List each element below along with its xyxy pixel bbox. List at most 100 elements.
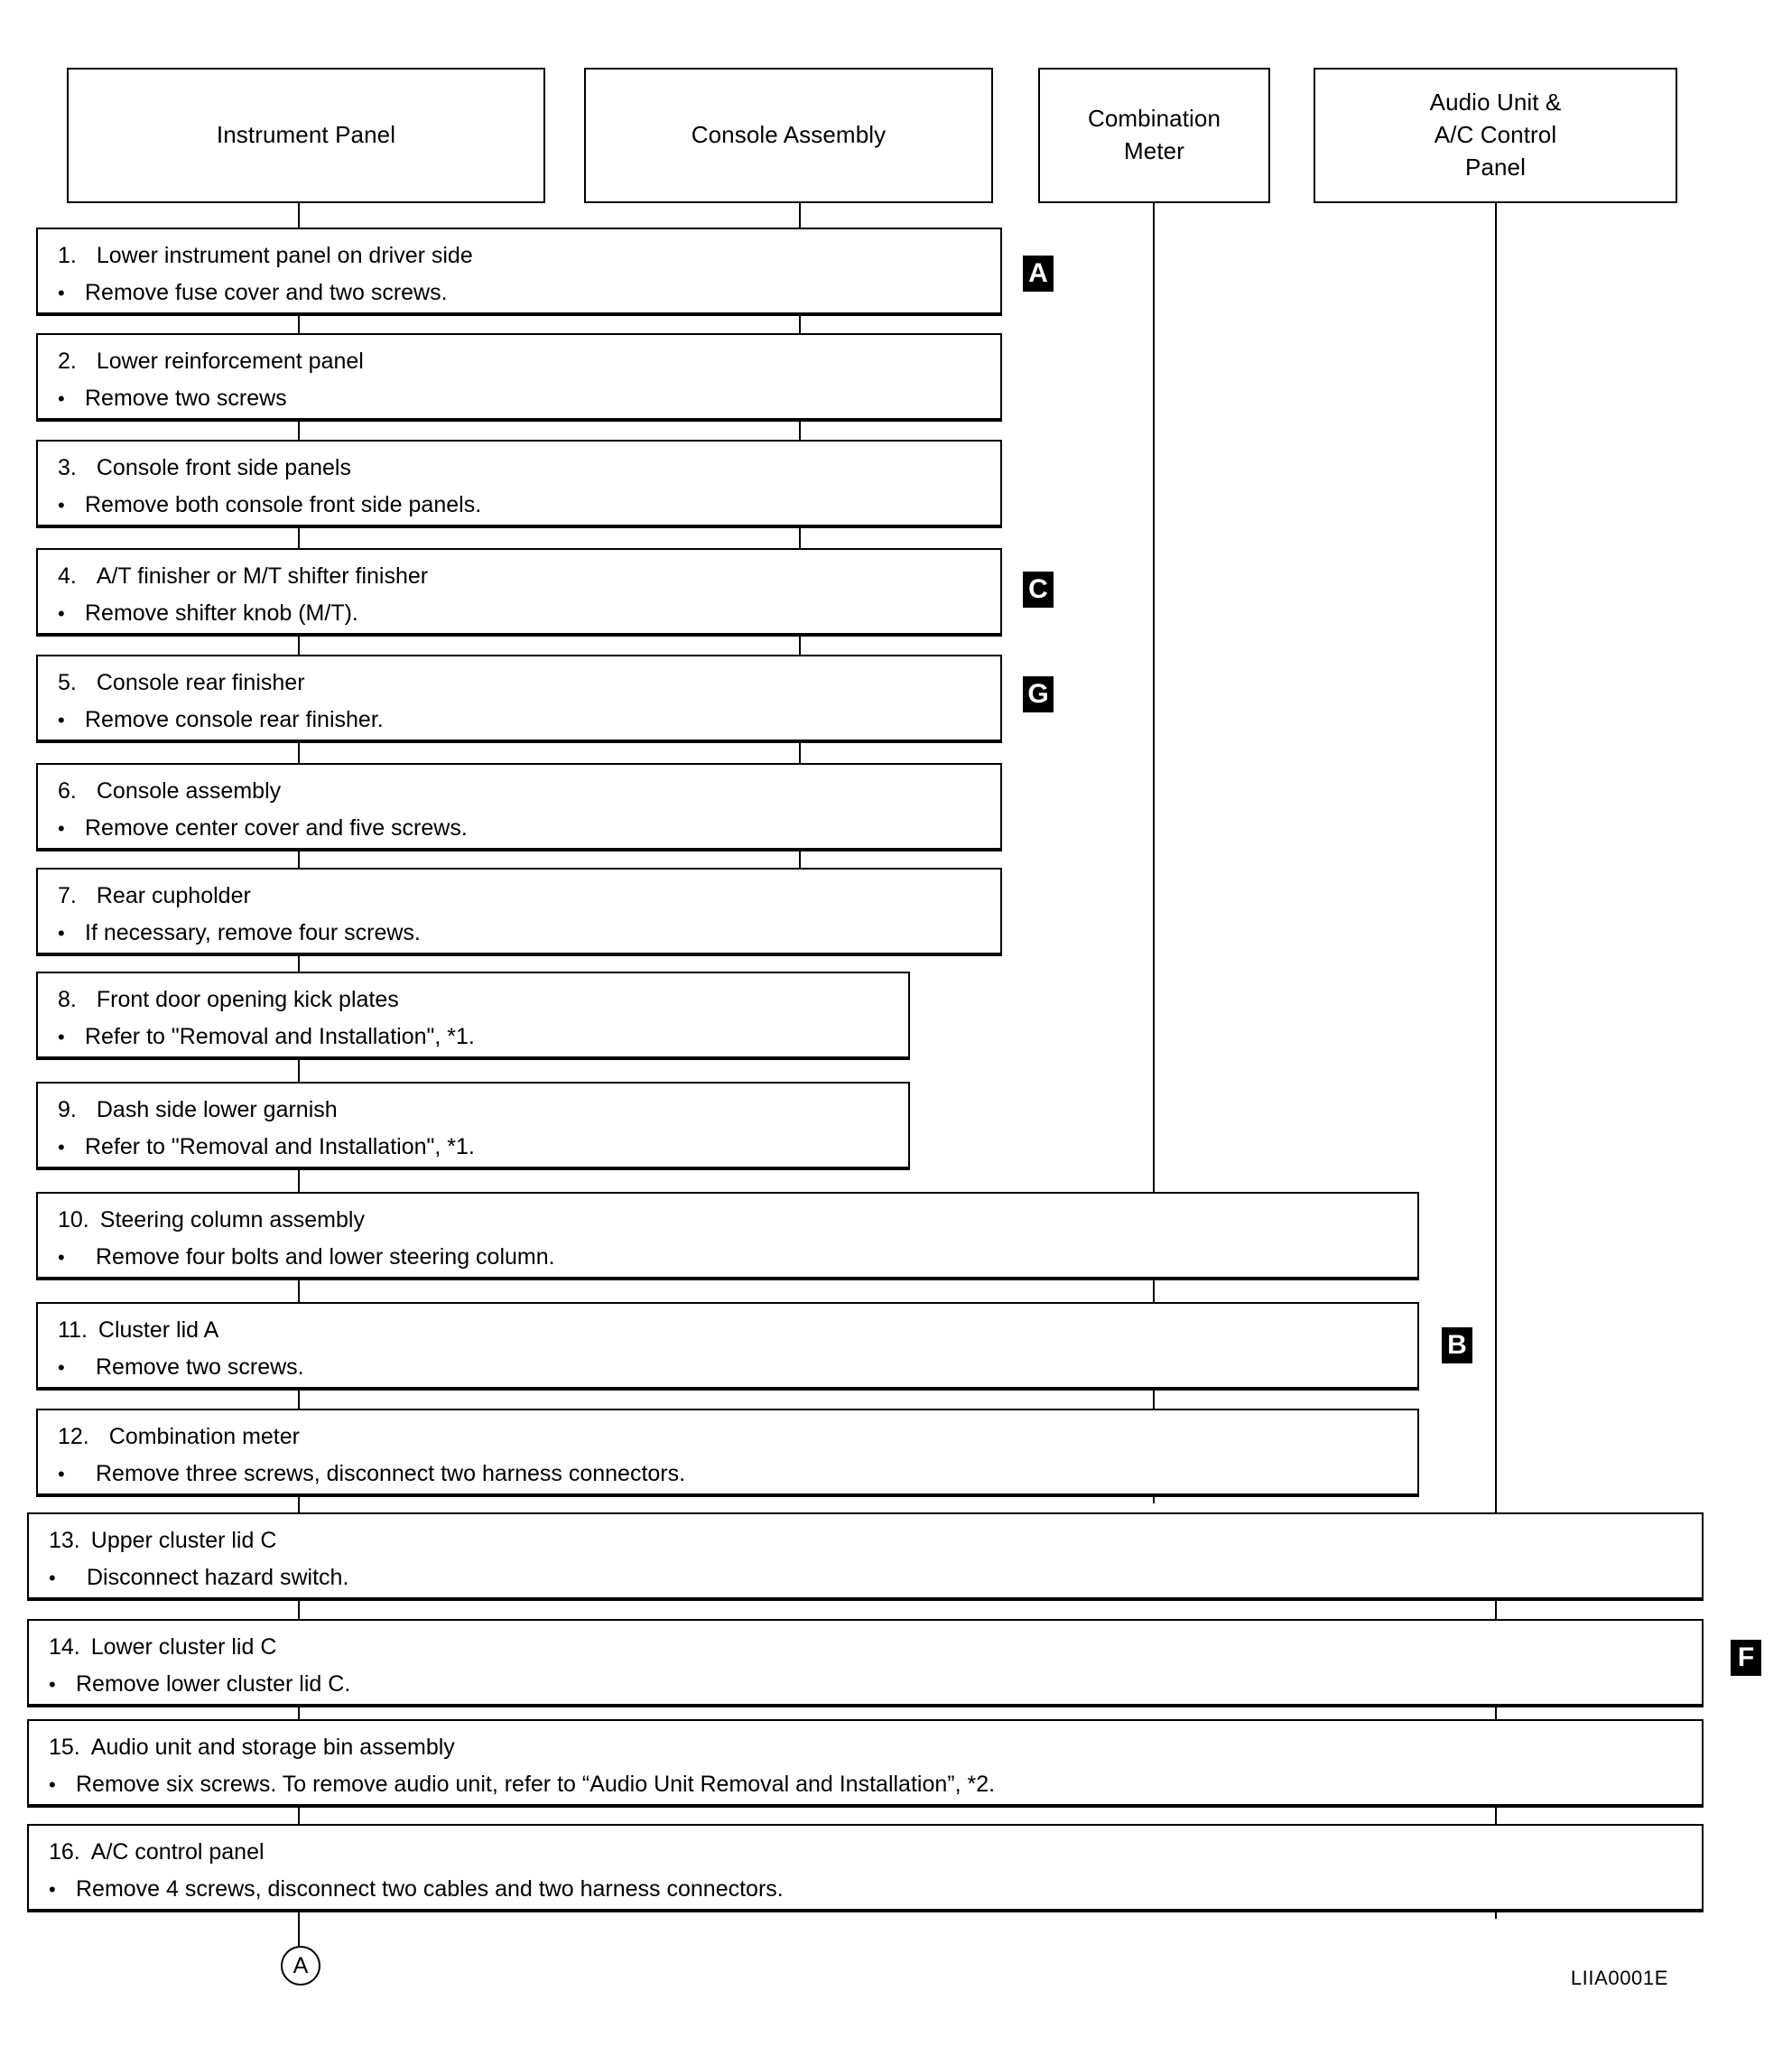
column-header-instrument-panel: Instrument Panel xyxy=(67,68,545,203)
bullet-icon xyxy=(58,496,85,516)
bullet-icon xyxy=(49,1568,87,1588)
step-title-row: 2. Lower reinforcement panel xyxy=(58,348,1000,376)
step-note-row: Remove six screws. To remove audio unit,… xyxy=(49,1771,1702,1799)
step-number: 4. xyxy=(58,563,77,589)
step-title-text: Combination meter xyxy=(108,1424,300,1449)
step-title-text: Audio unit and storage bin assembly xyxy=(90,1735,455,1760)
step-note-text: Remove 4 screws, disconnect two cables a… xyxy=(76,1876,784,1902)
step-box-7: 7. Rear cupholder If necessary, remove f… xyxy=(36,868,1002,956)
connector-instrument-panel xyxy=(298,203,300,1946)
column-header-label: Console Assembly xyxy=(691,121,887,149)
column-header-label-line3: Panel xyxy=(1465,153,1526,181)
badge-G-step5: G xyxy=(1023,676,1054,712)
step-box-11: 11. Cluster lid A Remove two screws. xyxy=(36,1302,1419,1391)
step-title-row: 5. Console rear finisher xyxy=(58,669,1000,697)
step-note-row: Remove shifter knob (M/T). xyxy=(58,600,1000,628)
step-title-text: Lower cluster lid C xyxy=(90,1634,277,1660)
badge-letter: F xyxy=(1737,1642,1755,1672)
step-title-text: Console rear finisher xyxy=(96,670,305,695)
step-title-row: 11. Cluster lid A xyxy=(58,1316,1417,1344)
step-title-text: Steering column assembly xyxy=(99,1207,365,1233)
step-note-text: Remove shifter knob (M/T). xyxy=(85,600,358,627)
step-note-text: Remove two screws xyxy=(85,386,287,412)
step-title-row: 13. Upper cluster lid C xyxy=(49,1527,1702,1555)
step-number: 16. xyxy=(49,1839,80,1865)
bullet-icon xyxy=(58,924,85,944)
bullet-icon xyxy=(58,1138,85,1158)
step-title-text: Console assembly xyxy=(96,778,282,804)
step-title-text: Upper cluster lid C xyxy=(90,1528,277,1553)
step-note-text: Remove center cover and five screws. xyxy=(85,815,468,842)
badge-F-step14: F xyxy=(1731,1640,1761,1676)
step-note-text: Remove three screws, disconnect two harn… xyxy=(96,1461,686,1487)
step-box-14: 14. Lower cluster lid C Remove lower clu… xyxy=(27,1619,1704,1707)
step-number: 5. xyxy=(58,670,77,695)
step-note-row: Remove lower cluster lid C. xyxy=(49,1670,1702,1698)
column-header-label-line1: Audio Unit & xyxy=(1429,88,1562,116)
step-number: 9. xyxy=(58,1097,77,1122)
step-title-text: A/C control panel xyxy=(90,1839,265,1865)
step-box-9: 9. Dash side lower garnish Refer to "Rem… xyxy=(36,1082,910,1170)
step-number: 3. xyxy=(58,455,77,480)
step-number: 12. xyxy=(58,1424,89,1449)
bullet-icon xyxy=(58,284,85,303)
step-title-row: 14. Lower cluster lid C xyxy=(49,1633,1702,1661)
bullet-icon xyxy=(49,1675,76,1695)
step-note-text: Refer to "Removal and Installation", *1. xyxy=(85,1134,475,1160)
badge-letter: A xyxy=(1028,258,1048,288)
badge-letter: C xyxy=(1028,574,1048,604)
step-note-row: Remove two screws xyxy=(58,385,1000,413)
badge-B-step11: B xyxy=(1442,1327,1472,1363)
step-number: 7. xyxy=(58,883,77,908)
step-note-row: If necessary, remove four screws. xyxy=(58,919,1000,947)
step-title-row: 3. Console front side panels xyxy=(58,454,1000,482)
column-header-label: Instrument Panel xyxy=(216,121,396,149)
column-header-combination-meter: Combination Meter xyxy=(1038,68,1270,203)
step-number: 13. xyxy=(49,1528,80,1553)
step-box-2: 2. Lower reinforcement panel Remove two … xyxy=(36,333,1002,422)
step-number: 2. xyxy=(58,349,77,374)
step-number: 11. xyxy=(58,1317,88,1343)
step-note-row: Remove three screws, disconnect two harn… xyxy=(58,1460,1417,1488)
badge-letter: B xyxy=(1447,1330,1467,1360)
step-note-text: Remove lower cluster lid C. xyxy=(76,1671,351,1698)
step-title-text: Cluster lid A xyxy=(97,1317,219,1343)
step-box-5: 5. Console rear finisher Remove console … xyxy=(36,655,1002,743)
step-title-row: 12. Combination meter xyxy=(58,1423,1417,1451)
step-box-15: 15. Audio unit and storage bin assembly … xyxy=(27,1719,1704,1808)
step-title-text: Dash side lower garnish xyxy=(96,1097,338,1122)
bullet-icon xyxy=(58,1028,85,1047)
step-number: 10. xyxy=(58,1207,89,1233)
step-note-text: Remove two screws. xyxy=(96,1354,304,1381)
step-title-text: Rear cupholder xyxy=(96,883,251,908)
step-number: 15. xyxy=(49,1735,80,1760)
step-note-text: Remove four bolts and lower steering col… xyxy=(96,1244,555,1270)
step-note-row: Remove center cover and five screws. xyxy=(58,814,1000,842)
step-box-8: 8. Front door opening kick plates Refer … xyxy=(36,972,910,1060)
step-title-row: 1. Lower instrument panel on driver side xyxy=(58,242,1000,270)
bullet-icon xyxy=(58,1248,96,1268)
bullet-icon xyxy=(58,819,85,839)
bullet-icon xyxy=(58,1358,96,1378)
step-title-row: 4. A/T finisher or M/T shifter finisher xyxy=(58,563,1000,591)
step-number: 6. xyxy=(58,778,77,804)
bullet-icon xyxy=(49,1775,76,1795)
badge-A-step1: A xyxy=(1023,256,1054,292)
step-box-12: 12. Combination meter Remove three screw… xyxy=(36,1409,1419,1497)
connector-audio-unit xyxy=(1495,203,1497,1919)
step-number: 1. xyxy=(58,243,77,268)
step-note-row: Remove fuse cover and two screws. xyxy=(58,279,1000,307)
bullet-icon xyxy=(49,1880,76,1900)
bullet-icon xyxy=(58,389,85,409)
step-note-row: Refer to "Removal and Installation", *1. xyxy=(58,1133,908,1161)
figure-id-label: LIIA0001E xyxy=(1570,1967,1668,1989)
step-title-row: 9. Dash side lower garnish xyxy=(58,1096,908,1124)
step-note-row: Remove 4 screws, disconnect two cables a… xyxy=(49,1875,1702,1903)
step-box-6: 6. Console assembly Remove center cover … xyxy=(36,763,1002,851)
step-title-row: 15. Audio unit and storage bin assembly xyxy=(49,1734,1702,1762)
step-title-row: 8. Front door opening kick plates xyxy=(58,986,908,1014)
step-title-text: Front door opening kick plates xyxy=(96,987,399,1012)
step-note-text: Remove console rear finisher. xyxy=(85,707,384,733)
step-note-text: Refer to "Removal and Installation", *1. xyxy=(85,1024,475,1050)
bullet-icon xyxy=(58,1465,96,1484)
